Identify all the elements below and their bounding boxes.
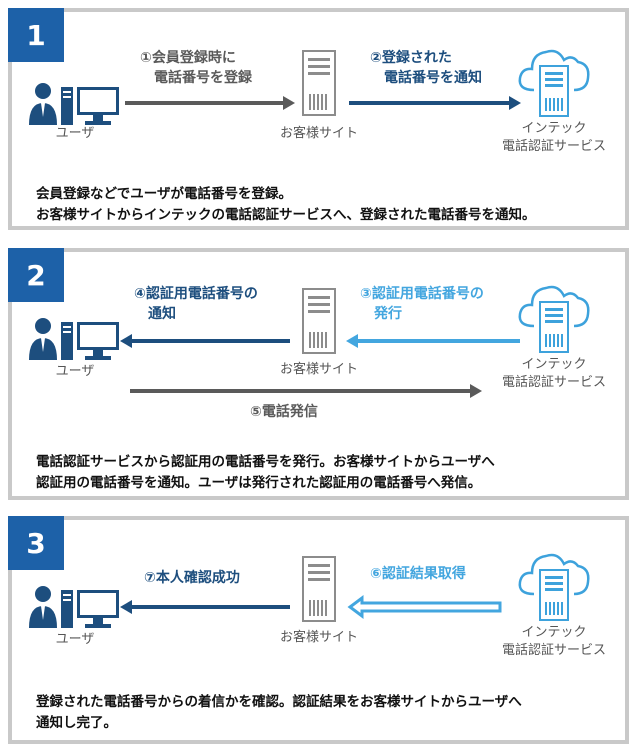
server-icon xyxy=(302,50,336,116)
step-1-label: ①会員登録時に 電話番号を登録 xyxy=(140,50,252,86)
cloud-server-icon xyxy=(518,285,590,353)
step-number-badge: 2 xyxy=(8,248,64,302)
service-label: インテック 電話認証サービス xyxy=(501,121,606,154)
user-computer-icon xyxy=(29,586,119,628)
step-6-label: ⑥認証結果取得 xyxy=(370,566,466,582)
site-label: お客様サイト xyxy=(279,126,358,141)
panel-description: 登録された電話番号からの着信かを確認。認証結果をお客様サイトからユーザへ 通知し… xyxy=(36,694,522,731)
cloud-server-icon xyxy=(518,553,590,621)
server-icon xyxy=(302,556,336,622)
arrow-left xyxy=(120,600,290,614)
step-panel-3: 3 ユーザ ⑦本人確認成功 お客様サイト ⑥認証結果取得 xyxy=(8,516,629,744)
user-label: ユーザ xyxy=(55,126,95,141)
arrow-right xyxy=(125,96,295,110)
step-panel-2: 2 ユーザ ④認証用電話番号の 通知 お客様サイト xyxy=(8,248,629,500)
step-2-label: ②登録された 電話番号を通知 xyxy=(370,50,482,86)
user-computer-icon xyxy=(29,83,119,125)
step-4-label: ④認証用電話番号の 通知 xyxy=(134,286,258,322)
service-label: インテック 電話認証サービス xyxy=(501,625,606,658)
step-3-label: ③認証用電話番号の 発行 xyxy=(360,286,484,322)
site-label: お客様サイト xyxy=(279,362,358,377)
user-computer-icon xyxy=(29,318,119,360)
arrow-left xyxy=(120,334,290,348)
step-7-label: ⑦本人確認成功 xyxy=(144,570,240,586)
step-number-badge: 1 xyxy=(8,8,64,62)
hollow-arrow-left xyxy=(347,595,502,619)
step-panel-1: 1 ユーザ ①会員登録時に 電話番号を登録 お客様サイト xyxy=(8,8,629,230)
panel-description: 会員登録などでユーザが電話番号を登録。 お客様サイトからインテックの電話認証サー… xyxy=(36,186,536,223)
step-number-badge: 3 xyxy=(8,516,64,570)
arrow-right xyxy=(349,96,521,110)
user-label: ユーザ xyxy=(55,364,95,379)
panel-description: 電話認証サービスから認証用の電話番号を発行。お客様サイトからユーザへ 認証用の電… xyxy=(36,454,495,491)
arrow-right xyxy=(130,384,482,398)
user-label: ユーザ xyxy=(55,632,95,647)
server-icon xyxy=(302,288,336,354)
service-label: インテック 電話認証サービス xyxy=(501,357,606,390)
step-5-label: ⑤電話発信 xyxy=(250,404,318,420)
cloud-server-icon xyxy=(518,49,590,117)
site-label: お客様サイト xyxy=(279,630,358,645)
arrow-left xyxy=(346,334,520,348)
